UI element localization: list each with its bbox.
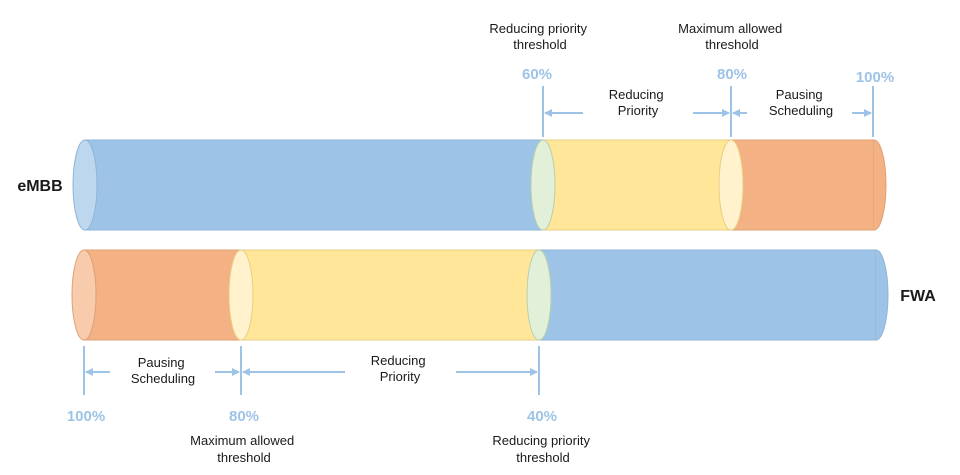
fwa-label: FWA xyxy=(900,288,936,305)
embb-label: eMBB xyxy=(17,178,62,195)
fwa-pausing-segment xyxy=(83,249,242,341)
embb-reducing-zone-line1: Reducing xyxy=(609,87,664,102)
fwa-reducing-threshold-line2: threshold xyxy=(516,450,569,465)
embb-reducing-segment xyxy=(542,139,732,231)
embb-max-boundary xyxy=(718,139,744,231)
fwa-pct-40: 40% xyxy=(527,408,557,425)
embb-pausing-zone-line1: Pausing xyxy=(776,87,823,102)
embb-max-threshold-line2: threshold xyxy=(705,37,758,52)
embb-reducing-boundary xyxy=(530,139,556,231)
fwa-max-threshold-line2: threshold xyxy=(217,450,270,465)
embb-front-face xyxy=(72,139,98,231)
fwa-reducing-zone-label: Reducing Priority xyxy=(371,353,430,384)
embb-max-threshold-label: Maximum allowed threshold xyxy=(678,21,786,52)
embb-bar xyxy=(72,139,887,231)
embb-pausing-zone-label: Pausing Scheduling xyxy=(769,87,833,118)
fwa-reducing-segment xyxy=(240,249,540,341)
embb-end-cap xyxy=(873,139,887,231)
fwa-end-cap xyxy=(875,249,889,341)
fwa-reducing-zone-line2: Priority xyxy=(380,369,421,384)
fwa-bar xyxy=(71,249,889,341)
embb-pct-80: 80% xyxy=(717,66,747,83)
fwa-front-face xyxy=(71,249,97,341)
embb-pausing-zone-line2: Scheduling xyxy=(769,103,833,118)
fwa-pct-100: 100% xyxy=(67,408,105,425)
fwa-reducing-zone-line1: Reducing xyxy=(371,353,426,368)
fwa-pausing-zone-label: Pausing Scheduling xyxy=(131,355,195,386)
embb-pct-100: 100% xyxy=(856,69,894,86)
embb-reducing-threshold-line1: Reducing priority xyxy=(489,21,587,36)
embb-reducing-zone-label: Reducing Priority xyxy=(609,87,668,118)
embb-pct-60: 60% xyxy=(522,66,552,83)
embb-reducing-threshold-line2: threshold xyxy=(513,37,566,52)
embb-normal-segment xyxy=(84,139,544,231)
embb-max-threshold-line1: Maximum allowed xyxy=(678,21,782,36)
fwa-normal-segment xyxy=(538,249,877,341)
embb-reducing-zone-line2: Priority xyxy=(618,103,659,118)
fwa-reducing-threshold-label: Reducing priority threshold xyxy=(492,433,593,465)
fwa-max-boundary xyxy=(228,249,254,341)
embb-pausing-segment xyxy=(730,139,875,231)
fwa-pct-80: 80% xyxy=(229,408,259,425)
fwa-max-threshold-line1: Maximum allowed xyxy=(190,433,294,448)
fwa-max-threshold-label: Maximum allowed threshold xyxy=(190,433,298,465)
fwa-pausing-zone-line1: Pausing xyxy=(138,355,185,370)
fwa-pausing-zone-line2: Scheduling xyxy=(131,371,195,386)
fwa-reducing-boundary xyxy=(526,249,552,341)
fwa-reducing-threshold-line1: Reducing priority xyxy=(492,433,590,448)
embb-reducing-threshold-label: Reducing priority threshold xyxy=(489,21,590,52)
